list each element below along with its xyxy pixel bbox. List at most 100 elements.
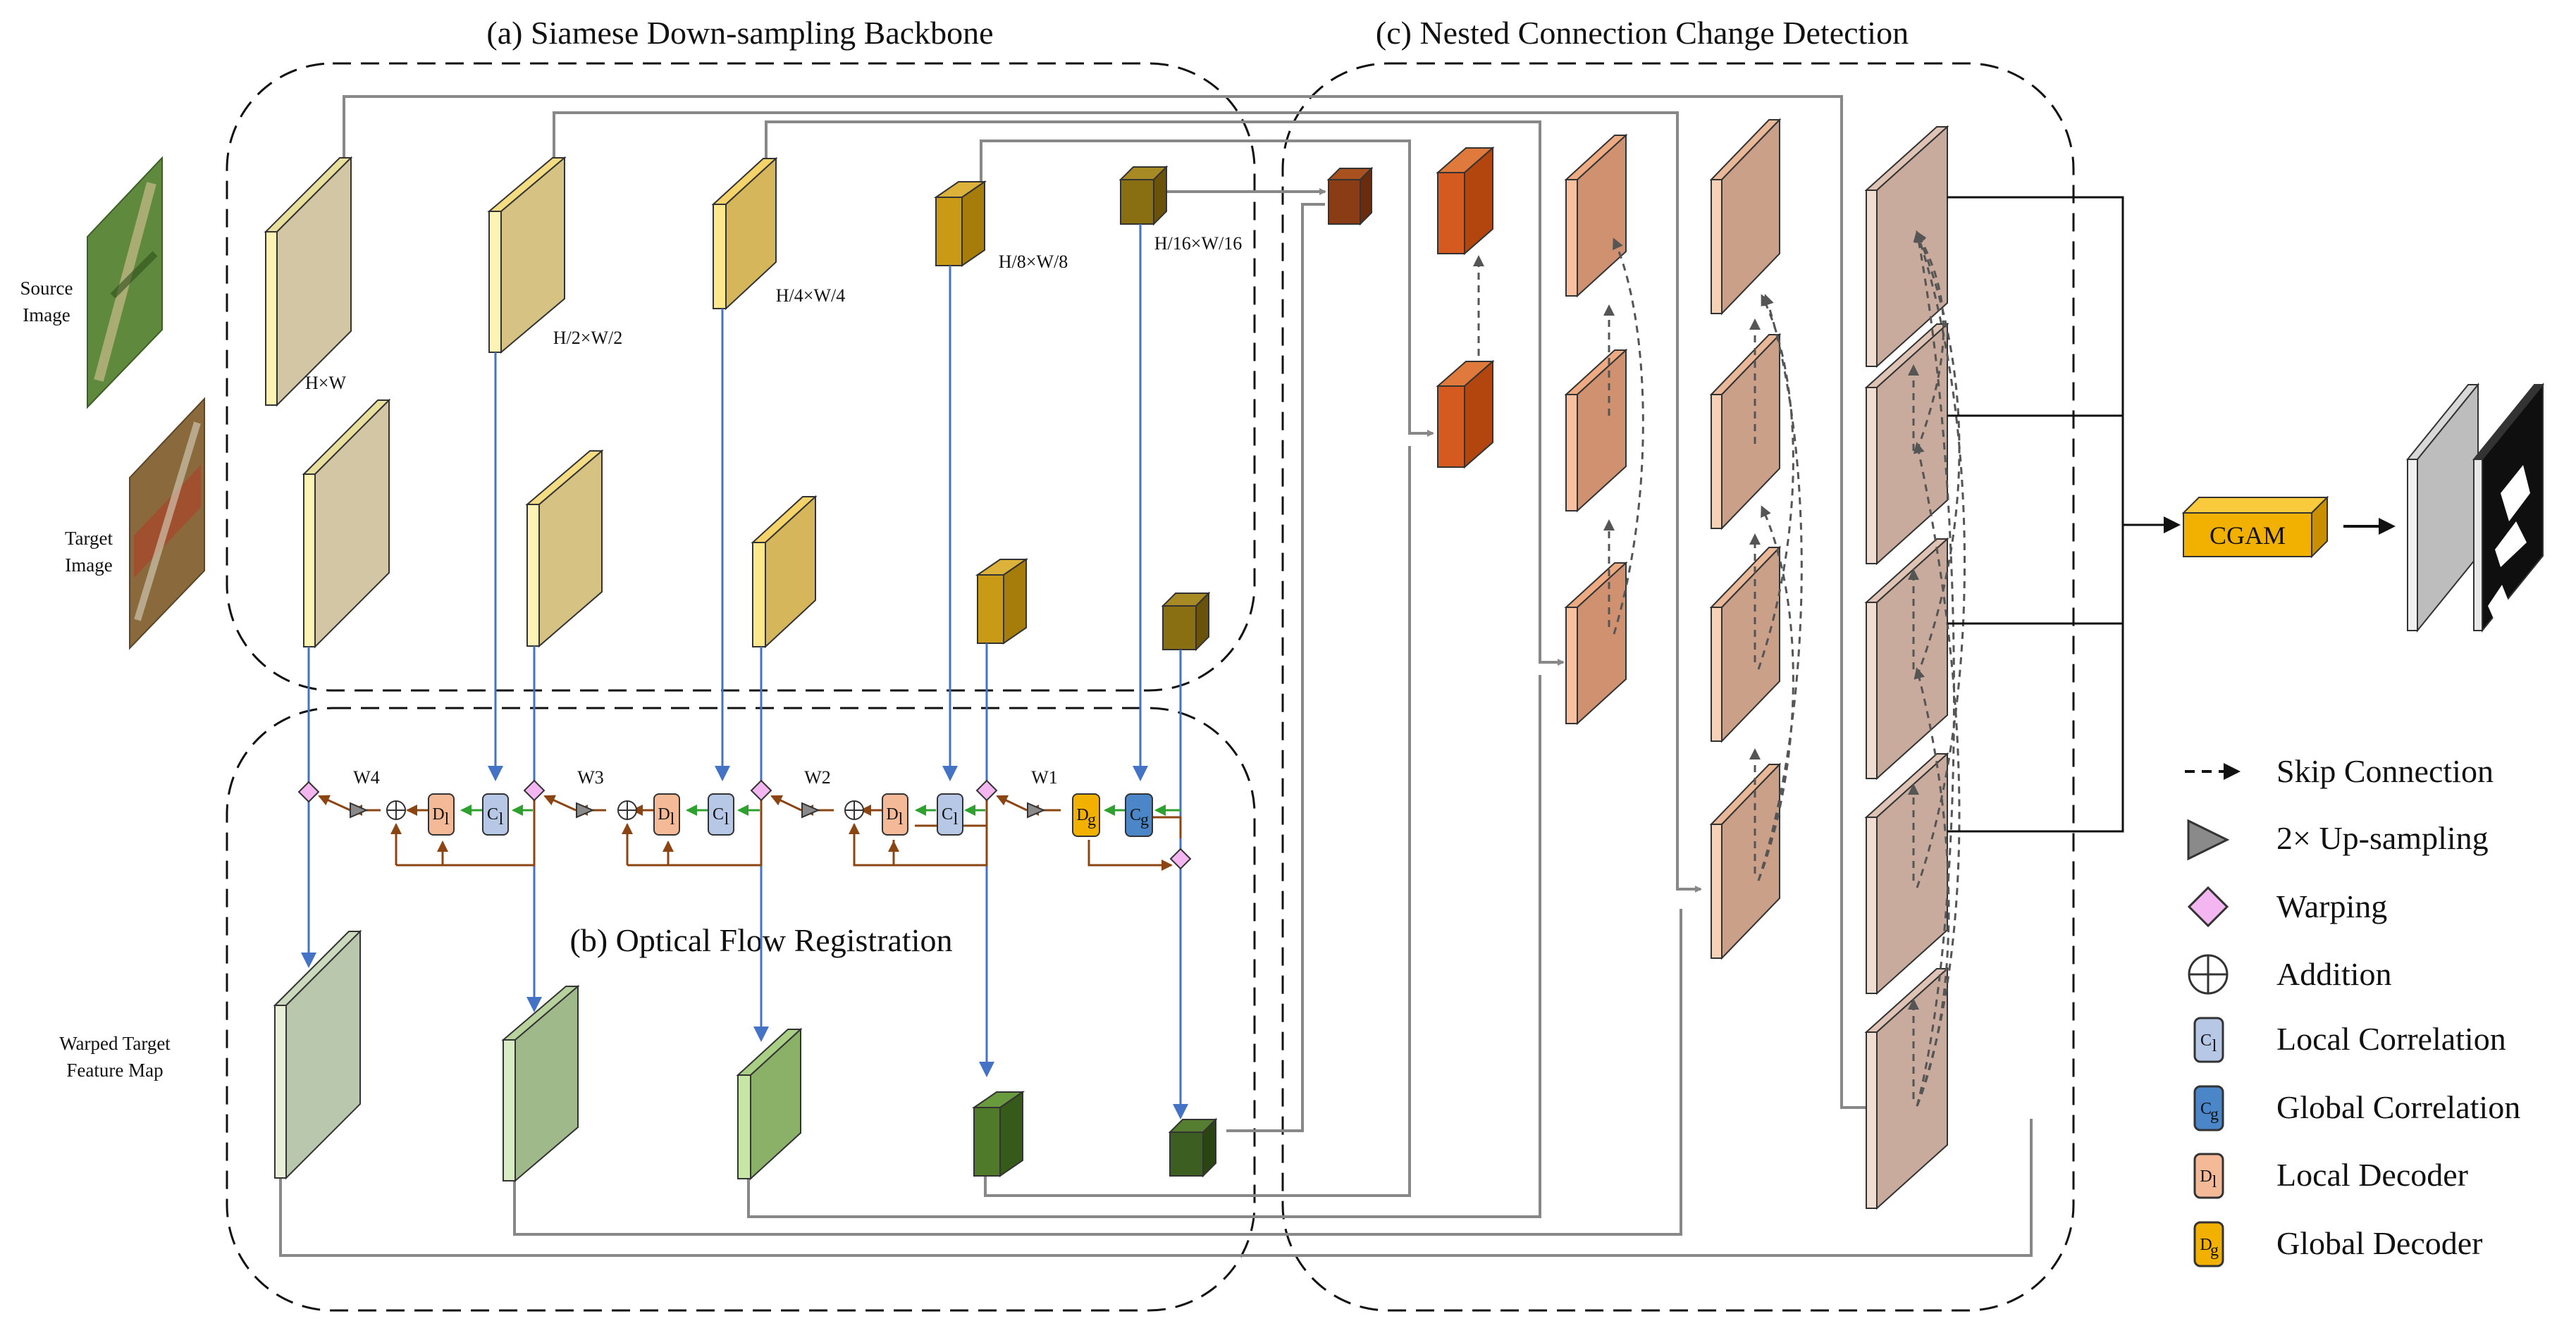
svg-text:l: l (954, 810, 959, 829)
local-decoder-2: D l (653, 793, 680, 836)
nest-node-3-3 (1709, 545, 1782, 743)
legend-label-warping: Warping (2276, 888, 2387, 924)
warped-feature-1 (273, 929, 362, 1180)
svg-text:D: D (2200, 1167, 2212, 1186)
legend-upsampling: 2× Up-sampling (2187, 819, 2489, 861)
legend-local-correlation: C l Local Correlation (2193, 1017, 2506, 1063)
legend-global-correlation: C g Global Correlation (2193, 1085, 2520, 1131)
local-corr-2: C l (708, 793, 734, 836)
nest-node-4-2 (1864, 537, 1949, 781)
svg-text:D: D (658, 805, 670, 824)
svg-text:C: C (942, 805, 953, 824)
scale-label-3: H/4×W/4 (776, 285, 845, 306)
warped-feature-5 (1168, 1117, 1218, 1178)
svg-text:D: D (1076, 806, 1088, 824)
svg-text:g: g (2210, 1241, 2219, 1260)
scale-label-1: H×W (305, 373, 346, 393)
legend-label-upsampling: 2× Up-sampling (2276, 820, 2489, 856)
nest-node-2-4 (1564, 561, 1628, 726)
nest-node-3-2 (1709, 333, 1782, 531)
source-feature-2 (487, 156, 567, 354)
target-feature-3 (751, 495, 818, 649)
svg-text:D: D (886, 805, 898, 824)
addition-node-3 (844, 800, 864, 820)
region-c-title: (c) Nested Connection Change Detection (1376, 15, 1909, 51)
warped-label-line2: Feature Map (66, 1060, 163, 1081)
source-label-line1: Source (20, 278, 73, 299)
warped-feature-3 (736, 1027, 803, 1181)
source-feature-5 (1118, 165, 1169, 226)
weight-label-w2: W2 (804, 767, 831, 788)
svg-text:l: l (899, 810, 904, 829)
target-image (129, 397, 205, 650)
local-decoder-1: D l (428, 793, 455, 836)
nest-node-4-1 (1864, 322, 1949, 566)
addition-node-1 (386, 800, 406, 820)
nest-node-4-3 (1864, 752, 1949, 996)
warp-diamond-4 (975, 779, 998, 802)
warped-feature-4 (971, 1091, 1025, 1177)
svg-text:l: l (445, 810, 450, 829)
svg-text:l: l (499, 810, 504, 829)
upsample-triangle-4 (1027, 802, 1046, 819)
warp-diamond-3 (750, 779, 772, 802)
svg-text:D: D (432, 805, 444, 824)
nest-node-3-4 (1709, 762, 1782, 960)
region-a-title: (a) Siamese Down-sampling Backbone (486, 15, 993, 51)
weight-label-w1: W1 (1031, 767, 1058, 788)
change-map (2472, 383, 2545, 633)
target-label-line1: Target (65, 528, 113, 549)
legend: Skip Connection 2× Up-sampling Warping A… (2185, 753, 2520, 1267)
local-corr-3: C l (937, 793, 963, 836)
nest-node-1-4 (1436, 359, 1495, 469)
legend-warping: Warping (2187, 886, 2387, 928)
weight-label-w3: W3 (577, 767, 604, 788)
svg-text:C: C (487, 805, 498, 824)
output-feature-map (2405, 383, 2480, 633)
addition-node-2 (617, 800, 637, 820)
local-decoder-3: D l (882, 793, 908, 836)
target-feature-1 (302, 398, 391, 649)
warp-diamond-2 (523, 779, 546, 802)
warped-feature-2 (501, 984, 580, 1183)
flow-lines (301, 224, 1188, 1120)
legend-addition: Addition (2188, 954, 2392, 995)
cgam-module: CGAM (2181, 495, 2329, 559)
upsample-triangle-2 (576, 802, 595, 819)
target-feature-4 (975, 558, 1029, 645)
svg-text:C: C (713, 805, 724, 824)
svg-text:l: l (670, 810, 675, 829)
svg-text:CGAM: CGAM (2210, 521, 2286, 550)
legend-local-decoder: D l Local Decoder (2193, 1153, 2468, 1199)
nest-node-2-3 (1564, 348, 1628, 513)
region-a-boundary (226, 62, 1256, 692)
source-label-line2: Image (23, 304, 70, 325)
svg-text:l: l (725, 810, 729, 829)
warp-diamond-5 (1169, 848, 1192, 870)
source-feature-3 (711, 156, 778, 311)
global-corr: C g (1125, 793, 1153, 837)
warp-diamond-1 (297, 781, 320, 803)
legend-label-global-dec: Global Decoder (2276, 1225, 2483, 1261)
nested-skip-connections (1473, 230, 1966, 1107)
backbone-skip-lines (343, 95, 1873, 1111)
upsample-triangle-3 (801, 802, 820, 819)
nest-node-0-4 (1326, 166, 1374, 226)
warped-label-line1: Warped Target (59, 1033, 171, 1054)
target-label-line2: Image (65, 554, 112, 576)
svg-text:g: g (1140, 811, 1149, 829)
svg-text:g: g (1087, 811, 1096, 829)
svg-text:l: l (2212, 1173, 2217, 1191)
nest-node-3-1 (1709, 118, 1782, 316)
svg-text:C: C (1130, 806, 1141, 824)
legend-global-decoder: D g Global Decoder (2193, 1221, 2483, 1267)
global-decoder: D g (1072, 793, 1100, 837)
svg-text:C: C (2200, 1100, 2212, 1118)
source-feature-4 (933, 180, 987, 267)
weight-label-w4: W4 (353, 767, 380, 788)
upsample-triangle-1 (350, 802, 369, 819)
svg-text:D: D (2200, 1236, 2212, 1254)
nest-node-4-4 (1864, 967, 1949, 1210)
cgam-input-lines (1947, 196, 2181, 833)
